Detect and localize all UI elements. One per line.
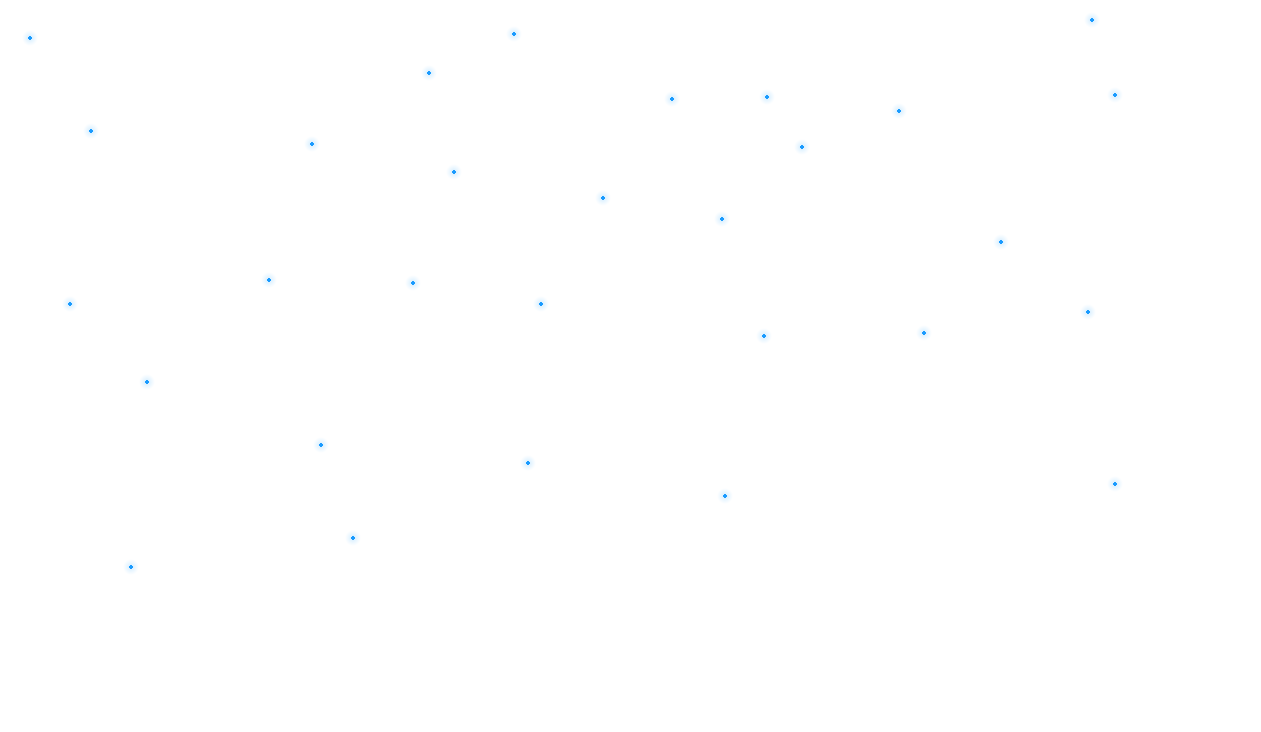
plus-sparkle-icon (1084, 12, 1100, 28)
plus-sparkle-icon (123, 559, 139, 575)
plus-sparkle-icon (506, 26, 522, 42)
plus-sparkle-icon (714, 211, 730, 227)
plus-sparkle-icon (891, 103, 907, 119)
plus-sparkle-icon (916, 325, 932, 341)
plus-sparkle-icon (794, 139, 810, 155)
plus-sparkle-icon (1107, 87, 1123, 103)
plus-sparkle-icon (304, 136, 320, 152)
plus-sparkle-icon (313, 437, 329, 453)
plus-sparkle-icon (446, 164, 462, 180)
plus-sparkle-icon (717, 488, 733, 504)
plus-sparkle-icon (421, 65, 437, 81)
plus-sparkle-icon (533, 296, 549, 312)
plus-sparkle-icon (520, 455, 536, 471)
plus-sparkle-icon (664, 91, 680, 107)
plus-sparkle-icon (62, 296, 78, 312)
plus-sparkle-icon (139, 374, 155, 390)
plus-sparkle-icon (22, 30, 38, 46)
plus-sparkle-icon (1107, 476, 1123, 492)
plus-sparkle-icon (993, 234, 1009, 250)
plus-sparkle-icon (345, 530, 361, 546)
plus-sparkle-icon (1080, 304, 1096, 320)
plus-sparkle-icon (595, 190, 611, 206)
plus-sparkle-icon (759, 89, 775, 105)
plus-sparkle-icon (83, 123, 99, 139)
plus-sparkle-icon (261, 272, 277, 288)
plus-sparkle-icon (405, 275, 421, 291)
plus-sparkle-icon (756, 328, 772, 344)
